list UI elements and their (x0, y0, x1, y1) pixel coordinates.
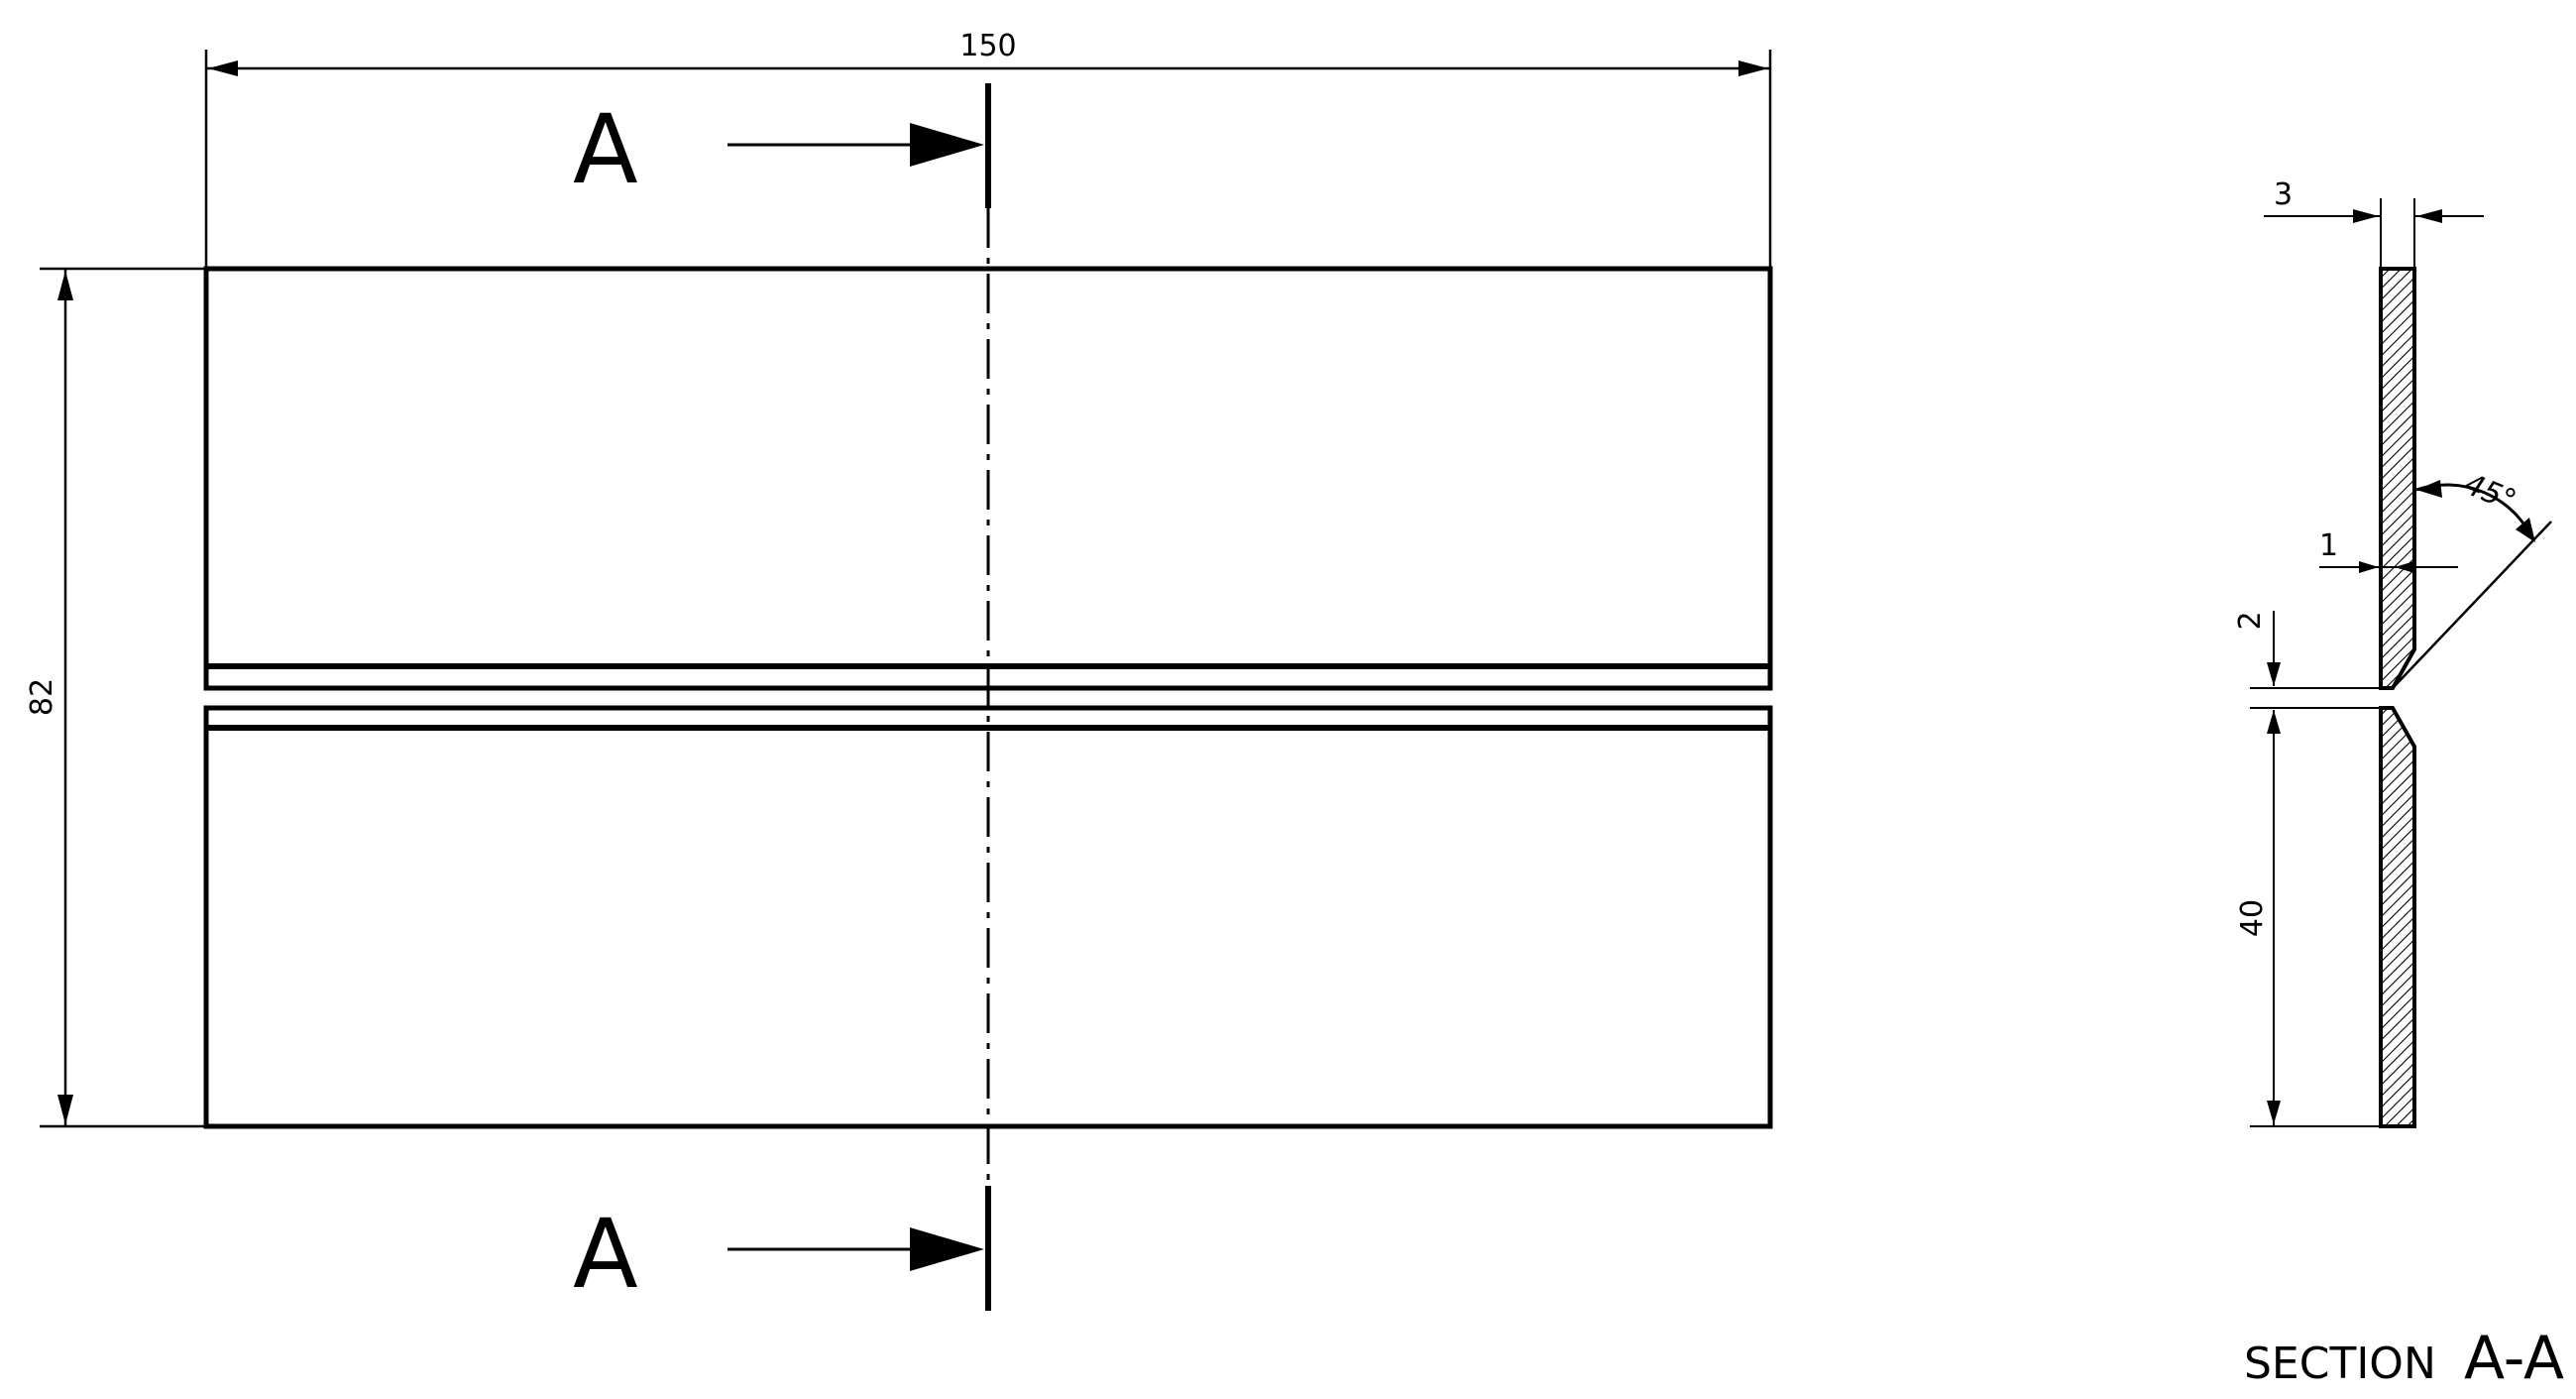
section-view: 3 1 45° 2 (2233, 177, 2564, 1393)
dimension-width-label: 150 (959, 29, 1016, 63)
dimension-gap-label: 2 (2233, 611, 2268, 630)
section-arrow-top: A (573, 94, 984, 205)
section-arrow-bottom: A (573, 1199, 984, 1310)
dimension-plate-width-label: 40 (2235, 899, 2270, 937)
dimension-thickness: 3 (2264, 177, 2484, 269)
front-view (203, 83, 1773, 1311)
section-caption-id: A-A (2464, 1324, 2564, 1393)
section-caption-prefix: SECTION (2244, 1339, 2436, 1389)
dimension-thickness-label: 3 (2274, 177, 2293, 212)
dimension-root-face-label: 1 (2319, 528, 2338, 563)
dimension-height-label: 82 (25, 678, 59, 716)
section-lower-plate (2379, 706, 2416, 1128)
section-mark-bottom: A (573, 1199, 638, 1310)
dimension-gap: 2 (2233, 611, 2381, 734)
dimension-height: 82 (25, 267, 206, 1128)
dimension-width: 150 (204, 29, 1772, 269)
dimension-root-face: 1 (2319, 528, 2458, 573)
dimension-plate-width: 40 (2235, 710, 2381, 1127)
section-caption: SECTION A-A (2244, 1324, 2564, 1393)
section-upper-plate (2379, 267, 2416, 690)
section-mark-top: A (573, 94, 638, 205)
